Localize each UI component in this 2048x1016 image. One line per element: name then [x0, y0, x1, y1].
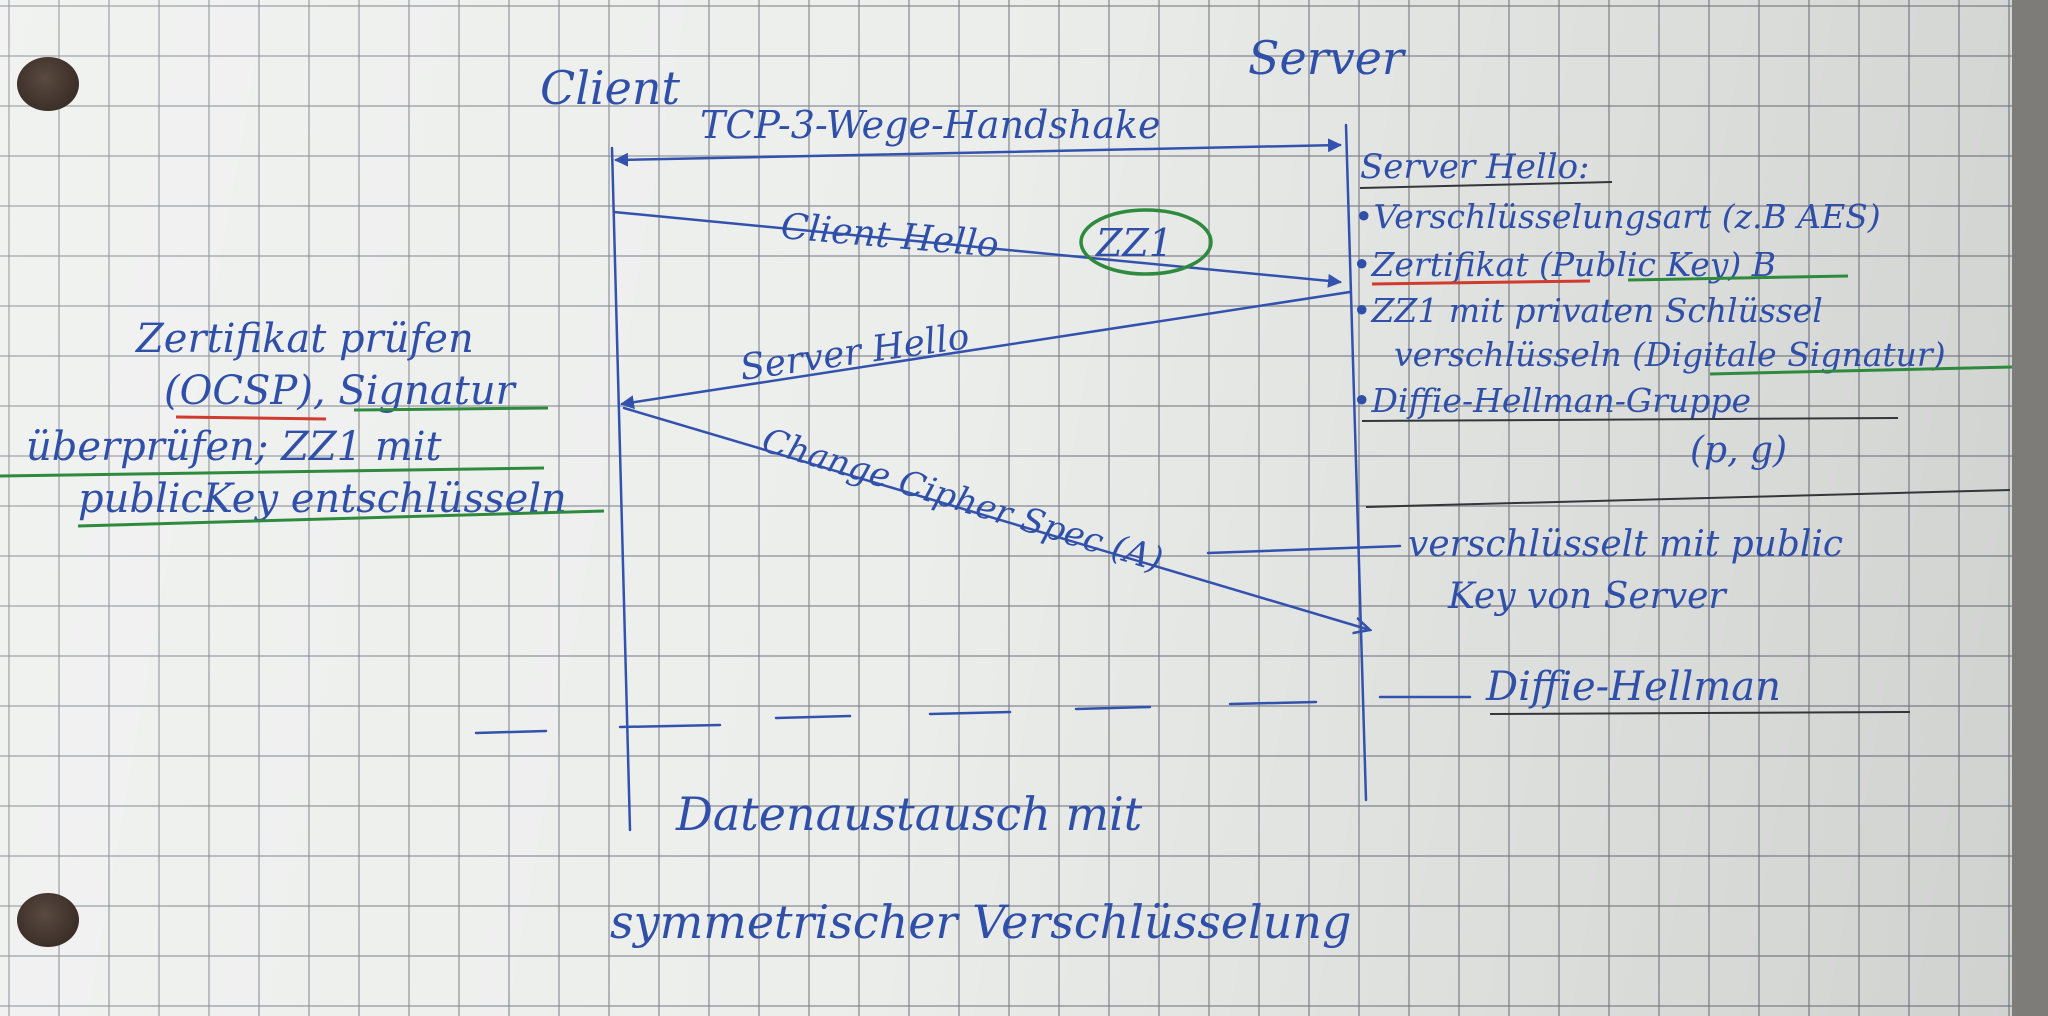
change-cipher-arrow [622, 406, 1370, 630]
tcp-handshake-arrow [614, 138, 1342, 167]
zz1-circle [1079, 208, 1213, 276]
client-hello-label: Client Hello [779, 206, 1000, 266]
server-lifeline [1344, 123, 1368, 802]
punch-hole-bottom [17, 893, 79, 947]
server-notes-title: Server Hello: [1360, 147, 1590, 187]
client-label: Client [540, 61, 680, 115]
red-underline-certificate [1371, 279, 1591, 286]
server-note-encrypted-public-key: verschlüsselt mit public [1408, 524, 1843, 565]
client-note-ocsp-signature: (OCSP), Signatur [164, 368, 518, 414]
client-note-verify-zz1: überprüfen; ZZ1 mit [26, 424, 443, 470]
green-underline-verify [0, 466, 545, 478]
server-notes-title-underline [1359, 181, 1613, 189]
server-label: Server [1248, 31, 1407, 85]
green-underline-decrypt [77, 509, 605, 528]
bottom-data-exchange: Datenaustausch mit [675, 787, 1143, 841]
bottom-symmetric-encryption: symmetrischer Verschlüsselung [610, 895, 1351, 949]
underline-dh-group [1361, 417, 1899, 422]
dashed-separator [474, 700, 1318, 735]
server-note-digital-signature: verschlüsseln (Digitale Signatur) [1394, 335, 1946, 374]
client-note-check-certificate: Zertifikat prüfen [134, 316, 474, 362]
server-note-dh-params: (p, g) [1690, 430, 1787, 471]
tcp-handshake-label: TCP-3-Wege-Handshake [700, 103, 1161, 147]
change-cipher-label: Change Cipher Spec (A) [757, 420, 1167, 580]
punch-hole-top [17, 57, 79, 111]
server-note-diffie-hellman: Diffie-Hellman [1485, 664, 1781, 710]
server-hello-label: Server Hello [738, 316, 972, 389]
client-hello-arrow [612, 210, 1342, 288]
green-underline-signature [1709, 365, 2013, 376]
server-note-cipher: •Verschlüsselungsart (z.B AES) [1354, 197, 1881, 236]
connector-to-public-key-note [1206, 544, 1402, 555]
green-underline-public-key [1627, 274, 1849, 282]
zz1-badge-label: ZZ1 [1095, 221, 1173, 265]
red-underline-ocsp [175, 415, 327, 421]
server-note-key-from-server: Key von Server [1447, 576, 1727, 617]
server-note-zz1-encrypt: •ZZ1 mit privaten Schlüssel [1352, 291, 1823, 330]
underline-diffie-hellman [1489, 711, 1911, 715]
table-surface-edge [2012, 0, 2048, 1016]
green-underline-signature-check [353, 406, 549, 412]
client-lifeline [610, 146, 632, 832]
server-note-dh-group: •Diffie-Hellman-Gruppe [1352, 381, 1751, 420]
server-notes-separator [1365, 489, 2011, 508]
server-hello-arrow [620, 290, 1352, 410]
